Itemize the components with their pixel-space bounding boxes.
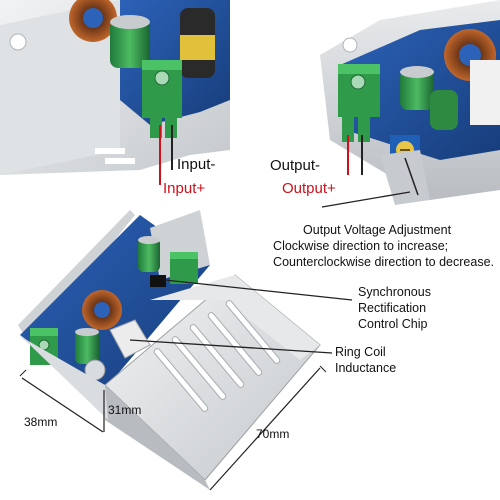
dim-height-label: 31mm bbox=[108, 403, 142, 417]
dim-length-line bbox=[209, 367, 321, 491]
voltage-adjust-line-1: Output Voltage Adjustment bbox=[303, 223, 452, 237]
main-input-terminal bbox=[170, 252, 198, 284]
output-closeup bbox=[320, 0, 500, 205]
control-chip bbox=[150, 275, 166, 287]
leader-lines bbox=[129, 191, 411, 354]
dim-width-line bbox=[21, 377, 104, 433]
output-minus-label: Output- bbox=[270, 157, 321, 174]
voltage-adjust-line-3: Counterclockwise direction to decrease. bbox=[273, 255, 494, 269]
coil-label: Ring Coil Inductance bbox=[335, 344, 396, 376]
main-output-terminal bbox=[30, 328, 58, 365]
aluminum-cover bbox=[104, 274, 321, 490]
input-minus-label: Input- bbox=[177, 156, 216, 173]
coil-line-1: Ring Coil bbox=[335, 345, 386, 359]
output-terminal bbox=[338, 64, 380, 142]
chip-line-1: Synchronous bbox=[358, 285, 431, 299]
main-module bbox=[18, 210, 321, 490]
chip-label: Synchronous Rectification Control Chip bbox=[358, 284, 431, 332]
coil-line-2: Inductance bbox=[335, 361, 397, 375]
input-closeup bbox=[0, 0, 230, 185]
output-plus-label: Output+ bbox=[282, 180, 336, 197]
voltage-adjust-line-2: Clockwise direction to increase; bbox=[273, 239, 449, 253]
input-plus-label: Input+ bbox=[163, 180, 206, 197]
chip-line-2: Rectification bbox=[358, 301, 427, 315]
input-terminal bbox=[142, 60, 182, 138]
dimension-lines bbox=[19, 365, 327, 491]
chip-line-3: Control Chip bbox=[358, 317, 428, 331]
dim-width-label: 38mm bbox=[24, 415, 58, 429]
voltage-adjust-label: Output Voltage Adjustment Clockwise dire… bbox=[273, 222, 494, 270]
dim-length-label: 70mm bbox=[256, 427, 290, 441]
